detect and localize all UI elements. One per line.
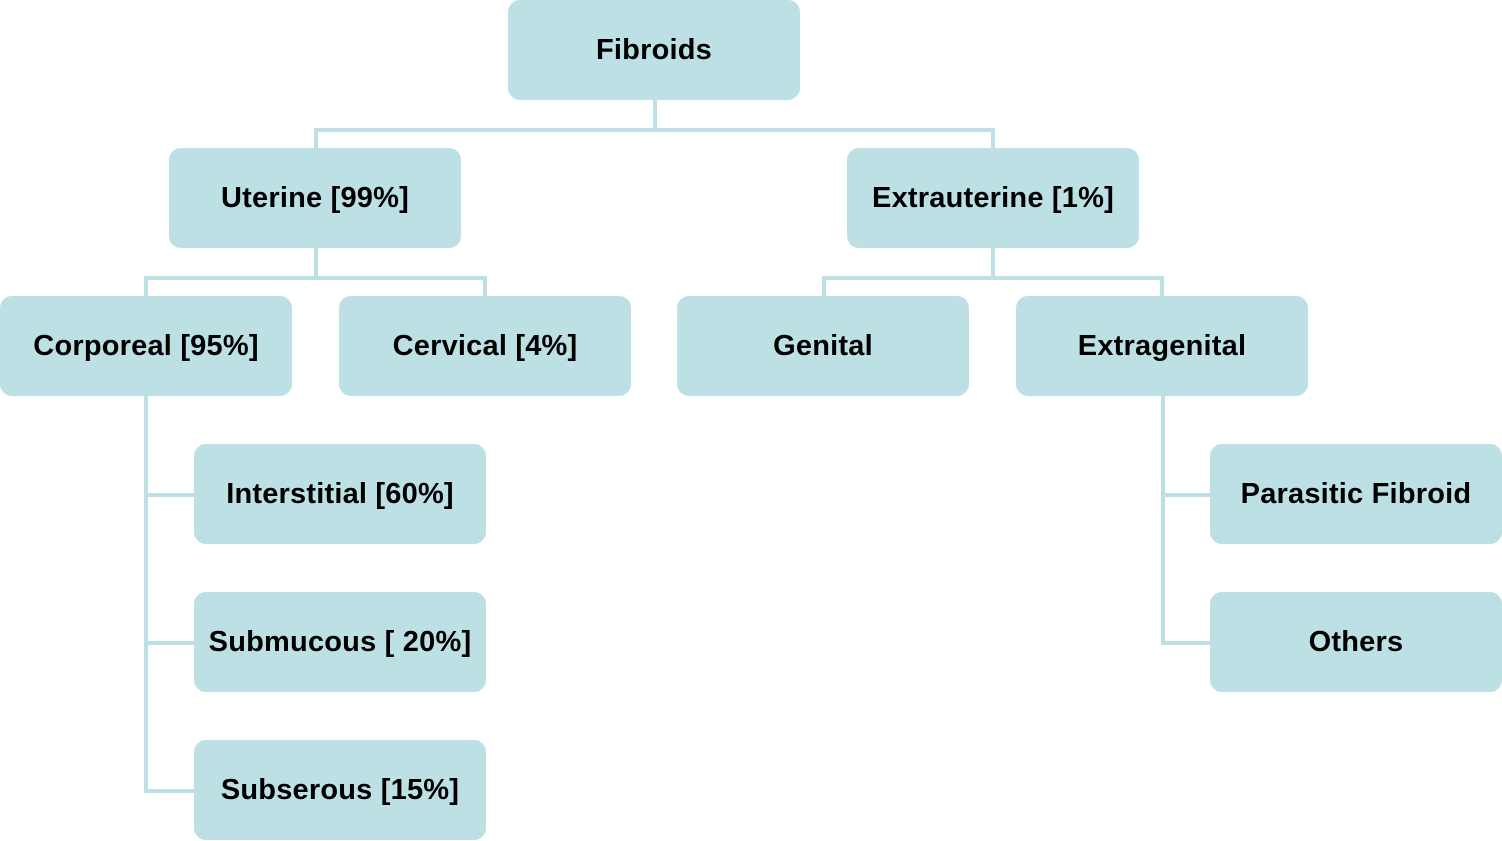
node-parasitic-fibroid: Parasitic Fibroid bbox=[1210, 444, 1502, 544]
node-submucous: Submucous [ 20%] bbox=[194, 592, 486, 692]
node-uterine: Uterine [99%] bbox=[169, 148, 461, 248]
node-others: Others bbox=[1210, 592, 1502, 692]
node-cervical: Cervical [4%] bbox=[339, 296, 631, 396]
node-corporeal: Corporeal [95%] bbox=[0, 296, 292, 396]
node-extragenital: Extragenital bbox=[1016, 296, 1308, 396]
node-interstitial: Interstitial [60%] bbox=[194, 444, 486, 544]
node-fibroids: Fibroids bbox=[508, 0, 800, 100]
node-extrauterine: Extrauterine [1%] bbox=[847, 148, 1139, 248]
node-subserous: Subserous [15%] bbox=[194, 740, 486, 840]
node-genital: Genital bbox=[677, 296, 969, 396]
